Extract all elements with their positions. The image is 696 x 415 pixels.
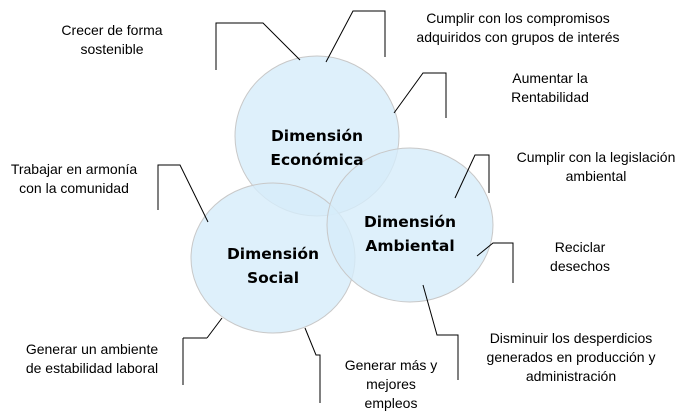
connector-rentabilidad [393, 72, 447, 118]
callout-reciclar: Reciclar desechos [550, 239, 610, 274]
callout-estabilidad: Generar un ambiente de estabilidad labor… [25, 341, 159, 376]
label-economica-line1: Dimensión [270, 127, 364, 145]
label-economica: Dimensión Económica [247, 124, 387, 172]
label-economica-line2: Económica [270, 151, 364, 169]
callout-desperdicios: Disminuir los desperdicios generados en … [486, 330, 656, 384]
label-ambiental-line1: Dimensión [363, 213, 457, 231]
callout-comunidad: Trabajar en armonía con la comunidad [10, 161, 138, 196]
callout-rentabilidad: Aumentar la Rentabilidad [511, 70, 589, 105]
connector-reciclar [476, 242, 514, 283]
label-social-line2: Social [246, 269, 300, 287]
label-ambiental: Dimensión Ambiental [340, 210, 480, 258]
connector-comunidad [157, 164, 209, 223]
circle-ambiental [326, 147, 494, 303]
connector-desperdicios [422, 284, 459, 380]
label-social-line1: Dimensión [226, 245, 320, 263]
callout-crecer: Crecer de forma sostenible [61, 22, 163, 57]
label-ambiental-line2: Ambiental [365, 237, 455, 255]
connector-estabilidad [206, 317, 223, 339]
callout-legislacion: Cumplir con la legislación ambiental [516, 149, 676, 184]
callout-cumplir-compromisos: Cumplir con los compromisos adquiridos c… [416, 10, 620, 45]
callout-empleos: Generar más y mejores empleos [344, 357, 438, 411]
connector-cumplir-compromisos [325, 10, 386, 63]
label-social: Dimensión Social [203, 242, 343, 290]
connector-empleos [304, 327, 321, 403]
connector-crecer [215, 22, 301, 70]
connector-legislacion [454, 154, 490, 199]
